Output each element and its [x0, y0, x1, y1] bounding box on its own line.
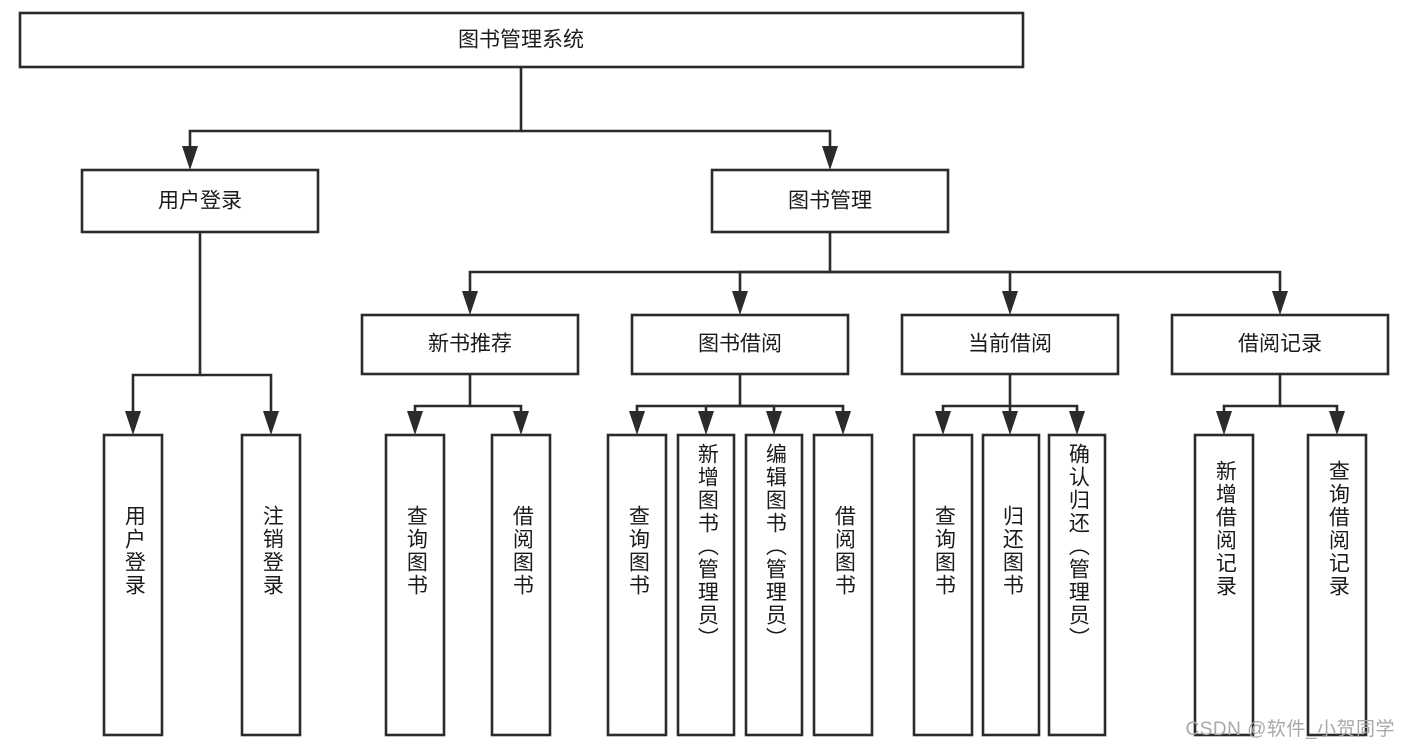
connector-group-user-login-to-leaves [125, 232, 279, 435]
leaf-box-borrow-record-2[interactable] [1306, 433, 1368, 737]
connector-group-root-to-level2 [182, 67, 838, 170]
connector-bb-to-leaf4 [740, 404, 845, 416]
arrow-head-book-borrow-leaf3 [766, 411, 782, 435]
arrow-head-current-borrow-leaf1 [935, 411, 951, 435]
arrow-head-book-borrow [732, 291, 748, 315]
arrow-head-new-book-recommend [462, 291, 478, 315]
node-book-management-box[interactable] [710, 168, 950, 234]
leaf-group-user-login [102, 433, 302, 737]
node-user-login-box[interactable] [80, 168, 320, 234]
connector-bb-to-leaf1 [635, 374, 742, 416]
node-borrow-record-label: 借阅记录 [1238, 333, 1322, 356]
connector-group-current-borrow-to-leaves [935, 374, 1085, 435]
arrow-head-user-login [182, 146, 198, 170]
node-new-book-recommend[interactable]: 新书推荐 [360, 313, 580, 376]
leaf-group-new-book-recommend [384, 433, 552, 737]
node-user-login-label: 用户登录 [158, 190, 242, 213]
arrow-head-borrow-record-leaf2 [1329, 411, 1345, 435]
node-book-borrow-label: 图书借阅 [698, 333, 782, 356]
watermark-text: CSDN @软件_小贺同学 [1185, 719, 1395, 740]
arrow-head-current-borrow-leaf3 [1069, 411, 1085, 435]
leaf-box-borrow-record-1[interactable] [1193, 433, 1255, 737]
leaf-box-book-borrow-1[interactable] [606, 433, 668, 737]
connector-bm-to-borrow-record [830, 270, 1282, 296]
leaf-group-borrow-record [1193, 433, 1368, 737]
connector-ul-to-leaf2 [200, 373, 273, 416]
node-book-management[interactable]: 图书管理 [710, 168, 950, 234]
arrow-head-current-borrow-leaf2 [1002, 411, 1018, 435]
node-book-borrow[interactable]: 图书借阅 [630, 313, 850, 376]
node-borrow-record-box[interactable] [1170, 313, 1390, 376]
leaf-box-book-borrow-2[interactable] [676, 433, 736, 737]
leaf-box-book-borrow-4[interactable] [812, 433, 874, 737]
connector-root-to-user-login [188, 67, 523, 152]
leaf-box-new-book-2[interactable] [490, 433, 552, 737]
arrow-head-borrow-record-leaf1 [1216, 411, 1232, 435]
connector-bm-to-new-book [468, 232, 832, 296]
connector-nb-to-leaf1 [413, 374, 472, 416]
leaf-box-book-borrow-3[interactable] [744, 433, 804, 737]
connector-group-book-management-to-level3 [462, 232, 1288, 315]
arrow-head-book-borrow-leaf2 [698, 411, 714, 435]
node-user-login[interactable]: 用户登录 [80, 168, 320, 234]
leaf-box-current-borrow-2[interactable] [981, 433, 1041, 737]
connector-bm-to-current-borrow [830, 270, 1012, 296]
arrow-head-new-book-leaf1 [407, 411, 423, 435]
arrow-head-book-borrow-leaf4 [835, 411, 851, 435]
node-current-borrow-box[interactable] [900, 313, 1120, 376]
leaf-box-user-login-1[interactable] [102, 433, 164, 737]
connector-bm-to-book-borrow [738, 270, 830, 296]
node-root-box[interactable] [18, 11, 1025, 69]
arrow-head-user-login-leaf2 [263, 411, 279, 435]
connector-cb-to-leaf3 [1010, 404, 1079, 416]
node-book-management-label: 图书管理 [788, 190, 872, 213]
node-root-label: 图书管理系统 [458, 29, 584, 52]
connector-group-borrow-record-to-leaves [1216, 374, 1345, 435]
node-new-book-recommend-box[interactable] [360, 313, 580, 376]
arrow-head-current-borrow [1002, 291, 1018, 315]
node-book-borrow-box[interactable] [630, 313, 850, 376]
leaf-group-book-borrow [606, 433, 874, 737]
arrow-head-borrow-record [1272, 291, 1288, 315]
node-current-borrow-label: 当前借阅 [968, 333, 1052, 356]
arrow-head-book-borrow-leaf1 [629, 411, 645, 435]
connector-br-to-leaf2 [1280, 404, 1339, 416]
node-current-borrow[interactable]: 当前借阅 [900, 313, 1120, 376]
leaf-group-current-borrow [912, 433, 1107, 737]
connector-group-new-book-to-leaves [407, 374, 529, 435]
arrow-head-book-management [822, 146, 838, 170]
connector-cb-to-leaf1 [941, 374, 1012, 416]
leaf-box-new-book-1[interactable] [384, 433, 446, 737]
leaf-box-user-login-2[interactable] [240, 433, 302, 737]
node-borrow-record[interactable]: 借阅记录 [1170, 313, 1390, 376]
node-root[interactable]: 图书管理系统 [18, 11, 1025, 69]
leaf-box-current-borrow-3[interactable] [1047, 433, 1107, 737]
connector-ul-to-leaf1 [131, 232, 202, 416]
leaf-box-current-borrow-1[interactable] [912, 433, 974, 737]
connector-br-to-leaf1 [1222, 374, 1282, 416]
arrow-head-new-book-leaf2 [513, 411, 529, 435]
arrow-head-user-login-leaf1 [125, 411, 141, 435]
node-new-book-recommend-label: 新书推荐 [428, 333, 512, 356]
connector-group-book-borrow-to-leaves [629, 374, 851, 435]
connector-root-to-book-management [521, 129, 832, 152]
